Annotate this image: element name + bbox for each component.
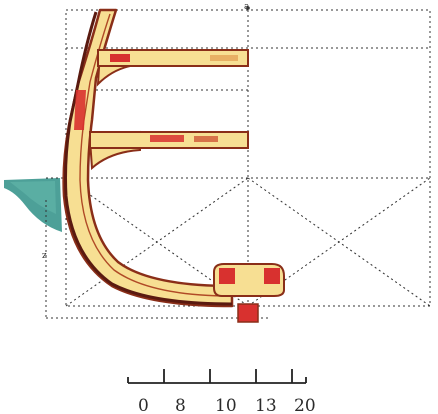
scale-label-8: 8 xyxy=(175,396,186,414)
side-mark-label: z xyxy=(42,251,47,261)
water-wash xyxy=(4,178,62,232)
scale-label-0: 0 xyxy=(138,396,149,414)
upper-deck-beam xyxy=(97,49,249,67)
keel-assembly xyxy=(213,263,285,323)
upper-deck-clamp xyxy=(110,54,130,62)
diagonal-left-2 xyxy=(65,177,249,307)
hull-inner-line xyxy=(79,13,233,297)
top-point xyxy=(246,6,250,10)
scale-bar xyxy=(127,369,307,384)
keelson-red-right xyxy=(264,268,280,284)
keelson-red-left xyxy=(219,268,235,284)
scale-label-20: 20 xyxy=(294,396,316,414)
ceiling-strip-left xyxy=(74,90,86,130)
scale-label-10: 10 xyxy=(215,396,237,414)
scale-labels: 0 8 10 13 20 xyxy=(138,396,316,414)
scale-label-13: 13 xyxy=(255,396,277,414)
lower-deck-clamp xyxy=(150,135,184,142)
keel-red xyxy=(237,303,259,323)
diagonal-right-2 xyxy=(247,177,431,307)
outer-skin-line xyxy=(64,11,233,306)
lower-deck-shelf xyxy=(194,136,218,142)
decks xyxy=(74,49,249,149)
upper-deck-waterway xyxy=(210,55,238,61)
